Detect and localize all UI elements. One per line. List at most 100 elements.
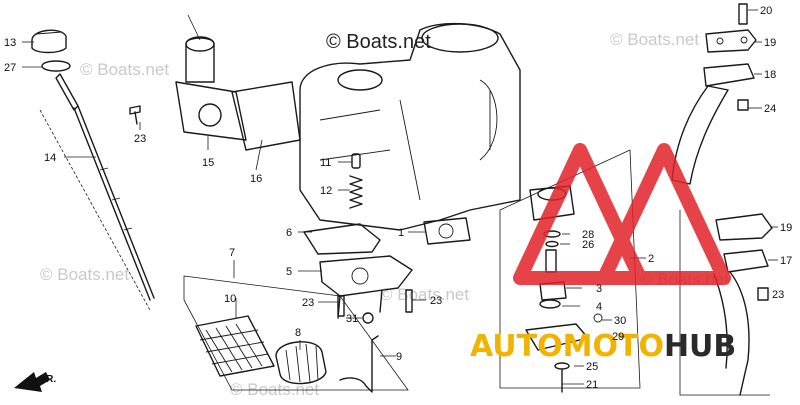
callout-11: 11 [320, 157, 331, 169]
dipstick-rod [73, 105, 155, 301]
callout-19-top: 19 [764, 37, 776, 49]
strainer-box-outline [183, 275, 409, 391]
watermark-faint: © Boats.net [40, 265, 129, 284]
callout-23-right: 23 [430, 295, 442, 307]
block-gasket [423, 217, 471, 245]
clip-31 [362, 312, 374, 324]
callout-23-left: 23 [302, 297, 314, 309]
logo-triangle-outer [513, 143, 647, 285]
bolt-23-left [337, 295, 345, 317]
cylinder-bore [421, 23, 499, 53]
lead-line [187, 14, 201, 41]
engine-block [299, 22, 521, 245]
cylinder-block-outline [299, 22, 521, 231]
callout-19-lower: 19 [780, 222, 792, 234]
callout-12: 12 [320, 185, 332, 197]
callout-14: 14 [44, 152, 56, 164]
washer-25 [554, 362, 570, 370]
brand-moto: MOTO [563, 329, 664, 364]
callout-labels: 13 27 14 15 16 23 11 12 6 1 5 7 10 8 9 2… [4, 5, 792, 391]
callout-8: 8 [295, 327, 301, 339]
callout-9: 9 [396, 351, 402, 363]
faint-watermarks: © Boats.net © Boats.net © Boats.net © Bo… [40, 30, 729, 399]
stud-20 [738, 3, 748, 25]
front-direction-arrow: FR. [14, 372, 56, 392]
pump-cover-body [175, 81, 247, 141]
bolt-23-top [129, 105, 141, 125]
watermark-faint: © Boats.net [380, 285, 469, 304]
pump-neck-opening [185, 36, 215, 52]
washer-30 [593, 313, 603, 323]
cap-ridge [35, 31, 63, 35]
callout-23-top: 23 [134, 133, 146, 145]
callout-2: 2 [648, 253, 654, 265]
exhaust-pipe-18 [671, 85, 729, 185]
callout-10: 10 [224, 293, 236, 305]
screen-mesh [199, 323, 269, 373]
oil-strainer-group [183, 275, 409, 393]
washer-4 [539, 299, 561, 309]
callout-29: 29 [612, 331, 624, 343]
flange-18 [703, 63, 755, 87]
flange-19-lower [715, 213, 773, 241]
spring [349, 175, 363, 209]
flange-hole [716, 37, 724, 45]
callout-4: 4 [596, 301, 602, 313]
brand-logo [513, 143, 731, 285]
flange-19-top [705, 29, 757, 53]
nut-24 [737, 99, 749, 111]
callout-21: 21 [586, 379, 598, 391]
dowel-pin [351, 153, 361, 169]
brand-auto: AUTO [470, 329, 563, 364]
pump-neck [185, 37, 215, 83]
watermark-faint: © Boats.net [610, 30, 699, 49]
block-ribs [319, 99, 421, 201]
callout-28: 28 [582, 229, 594, 241]
callout-15: 15 [202, 157, 214, 169]
leader [255, 139, 263, 171]
brand-hub: HUB [664, 329, 736, 364]
brand-wordmark: AUTOMOTOHUB [470, 329, 736, 364]
exhaust-flange-group [671, 3, 773, 396]
callout-6: 6 [286, 227, 292, 239]
dipstick-assembly [31, 29, 155, 311]
oil-pipe [339, 335, 379, 393]
arrow-shape [14, 372, 50, 392]
oil-filler-cap [31, 29, 67, 54]
callout-31: 31 [346, 313, 358, 325]
callout-5: 5 [286, 266, 292, 278]
watermark-main: © Boats.net [326, 31, 431, 53]
callout-26: 26 [582, 239, 594, 251]
callout-30: 30 [614, 315, 626, 327]
bolts-23 [129, 105, 413, 324]
flange-17 [723, 249, 769, 273]
bolt-23-right [405, 289, 413, 313]
flange-hole [740, 36, 748, 44]
o-ring [41, 60, 71, 72]
block-port [479, 79, 498, 161]
washer-26 [545, 240, 559, 248]
plate-hole [351, 267, 369, 285]
watermark-faint: © Boats.net [230, 380, 319, 399]
callout-20: 20 [760, 5, 772, 17]
callout-16: 16 [250, 173, 262, 185]
callout-17: 17 [780, 255, 792, 267]
pump-impeller-boss [198, 103, 222, 127]
callout-25: 25 [586, 361, 598, 373]
strainer-gasket [303, 223, 381, 255]
dipstick-marks [99, 167, 133, 231]
oil-strainer-screen [195, 315, 275, 377]
callout-27: 27 [4, 62, 16, 74]
watermark-faint: © Boats.net [80, 60, 169, 79]
drive-shaft [545, 249, 557, 273]
bolt-22 [757, 287, 769, 301]
callout-7: 7 [229, 247, 235, 259]
gasket-hole [438, 223, 454, 239]
callout-24: 24 [764, 103, 776, 115]
dipstick-head [55, 73, 79, 111]
logo-triangle-inner [597, 143, 731, 285]
pump-base-plate [525, 323, 589, 351]
dipstick-dash [39, 109, 151, 311]
